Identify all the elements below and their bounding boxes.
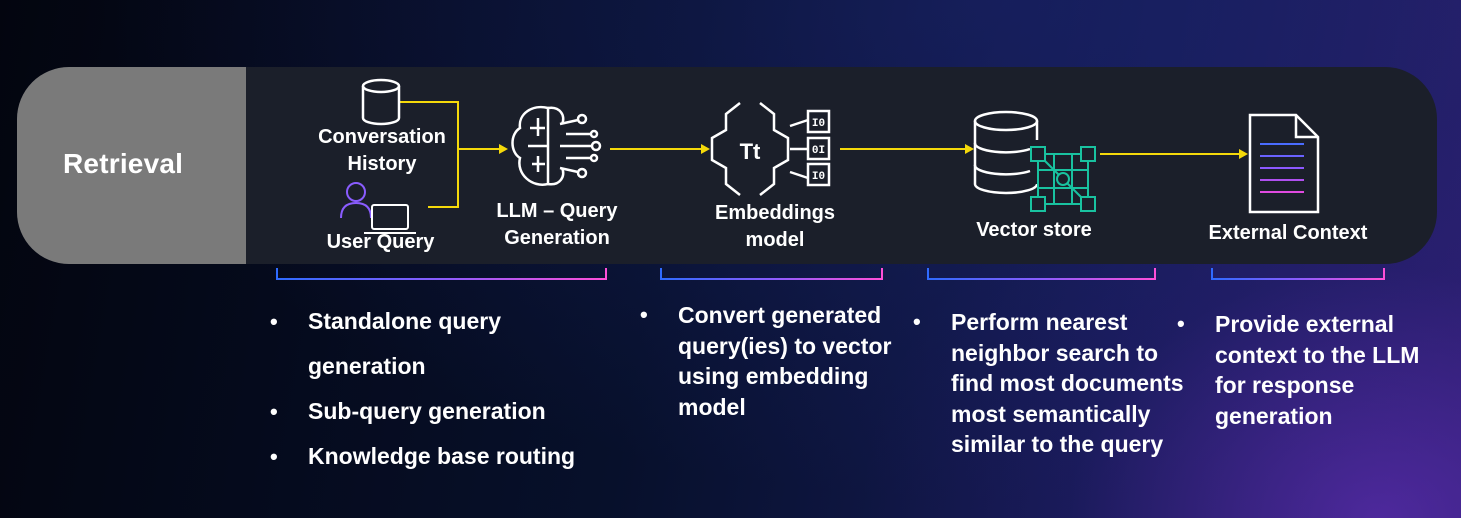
bullet-item: •Perform nearest neighbor search to find… bbox=[913, 309, 1184, 457]
bracket-external-context bbox=[1211, 268, 1385, 280]
bullet-text: Perform nearest neighbor search to find … bbox=[951, 309, 1184, 457]
embeddings-model-label: Embeddings model bbox=[714, 202, 835, 251]
arrow-heads bbox=[499, 144, 1248, 159]
brain-circuit-icon bbox=[511, 105, 602, 186]
document-icon bbox=[1248, 113, 1320, 214]
database-icon bbox=[361, 78, 401, 126]
svg-text:I0: I0 bbox=[812, 118, 825, 130]
bracket-embeddings bbox=[660, 268, 883, 280]
bullet-item: •Convert generated query(ies) to vector … bbox=[640, 302, 892, 420]
bullet-item: •Standalone query generation bbox=[270, 308, 501, 379]
tt-glyph: Tt bbox=[740, 139, 761, 164]
bullet-text: Knowledge base routing bbox=[308, 443, 576, 469]
bracket-query-generation bbox=[276, 268, 607, 280]
bullet-text: Provide external context to the LLM for … bbox=[1215, 311, 1420, 429]
bullets-vector-store: •Perform nearest neighbor search to find… bbox=[913, 307, 1203, 460]
bullet-item: •Provide external context to the LLM for… bbox=[1177, 311, 1420, 429]
bullet-item: •Knowledge base routing bbox=[270, 443, 576, 469]
user-query-label: User Query bbox=[326, 231, 435, 253]
laptop-icon bbox=[364, 204, 416, 234]
binary-glyphs: I0 0I I0 bbox=[812, 118, 825, 183]
bullets-external-context: •Provide external context to the LLM for… bbox=[1177, 309, 1439, 431]
conversation-history-label: Conversation History bbox=[318, 126, 446, 175]
retrieval-label: Retrieval bbox=[63, 148, 184, 179]
retrieval-band: Retrieval bbox=[17, 67, 1437, 264]
bullets-query-generation: •Standalone query generation •Sub-query … bbox=[270, 299, 600, 479]
external-context-label: External Context bbox=[1208, 222, 1368, 244]
svg-text:I0: I0 bbox=[812, 171, 825, 183]
llm-query-generation-label: LLM – Query Generation bbox=[496, 200, 618, 249]
vector-store-label: Vector store bbox=[976, 219, 1092, 241]
bullet-item: •Sub-query generation bbox=[270, 398, 546, 424]
svg-text:0I: 0I bbox=[812, 145, 825, 157]
connector-lines bbox=[400, 101, 1244, 208]
bullet-text: Sub-query generation bbox=[308, 398, 546, 424]
bullets-embeddings: •Convert generated query(ies) to vector … bbox=[640, 300, 910, 422]
bullet-text: Standalone query generation bbox=[308, 308, 501, 379]
bracket-vector-store bbox=[927, 268, 1156, 280]
bullet-text: Convert generated query(ies) to vector u… bbox=[678, 302, 892, 420]
user-icon bbox=[340, 182, 372, 219]
embeddings-icon bbox=[710, 102, 831, 196]
vector-database-icon bbox=[973, 110, 1096, 212]
retrieval-label-box: Retrieval bbox=[17, 67, 246, 264]
